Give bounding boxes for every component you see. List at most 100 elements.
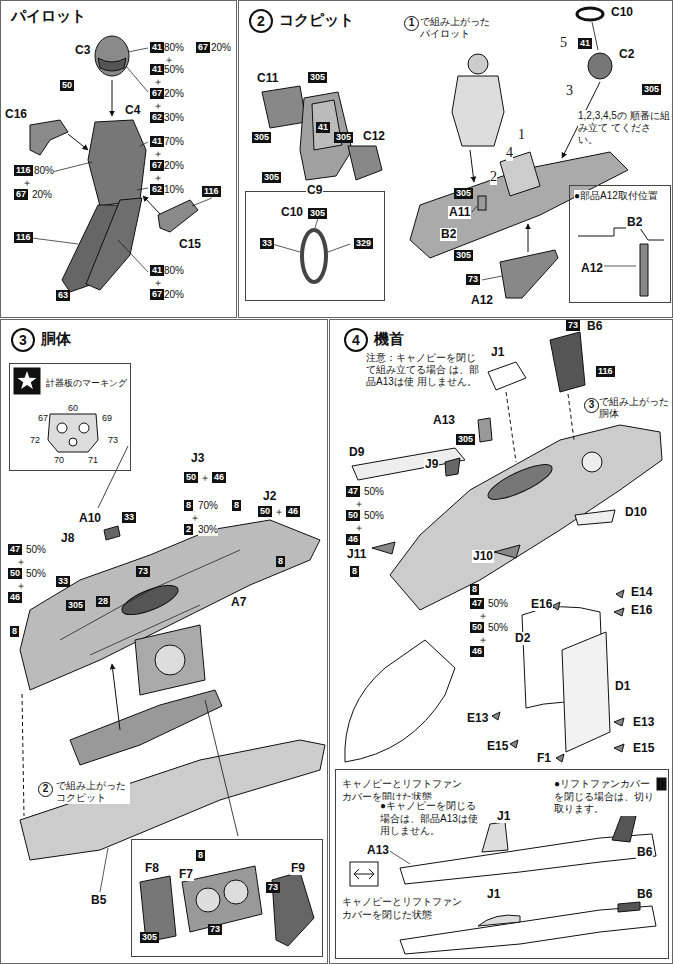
step-number: 4	[344, 328, 368, 352]
part-number: B2	[440, 228, 457, 241]
nose-parts	[506, 392, 516, 462]
color-chip: 41	[150, 265, 164, 276]
note-text: ＋	[153, 277, 163, 289]
note-text: で組み上がった 胴体	[599, 396, 669, 420]
fuselage-parts	[224, 880, 248, 904]
step-order: 2	[490, 170, 497, 185]
note-text: ＋	[354, 522, 364, 534]
part-number: D9	[348, 446, 365, 459]
part-number: J11	[346, 548, 367, 561]
cockpit-parts	[272, 244, 300, 252]
nose-parts	[568, 394, 574, 440]
part-number: D2	[514, 632, 531, 645]
part-number: J1	[490, 346, 505, 359]
part-number: F8	[144, 862, 160, 875]
part-number: A12	[580, 262, 604, 275]
fuselage-parts	[70, 690, 222, 765]
nose-parts	[352, 448, 465, 480]
fuselage-parts	[100, 848, 108, 892]
color-chip: 73	[566, 320, 580, 331]
fuselage-parts	[118, 579, 181, 620]
note-text: ＋	[200, 472, 210, 484]
nose-parts	[616, 590, 624, 598]
color-chip: 33	[260, 238, 274, 249]
cockpit-parts	[604, 266, 636, 267]
cockpit-parts	[578, 228, 664, 240]
color-chip: 116	[596, 366, 615, 377]
part-number: C4	[124, 104, 141, 117]
nose-parts	[350, 862, 378, 886]
part-number: J10	[472, 550, 494, 563]
color-chip: 305	[308, 208, 327, 219]
nose-parts	[550, 332, 585, 392]
pilot-figure	[30, 120, 68, 155]
color-chip: 73	[266, 882, 280, 893]
marking-number: 69	[102, 414, 112, 423]
detail-inset: キャノピーとリフトファン カバーを開けた状態●キャノピーを閉じる 場合は、部品A…	[335, 769, 669, 959]
pilot-figure	[140, 142, 148, 146]
color-chip: 47	[470, 598, 484, 609]
nose-parts	[575, 510, 615, 525]
part-number: C3	[74, 44, 91, 57]
fuselage-parts	[48, 414, 98, 452]
color-chip: 33	[56, 576, 70, 587]
step-heading: コクピット	[279, 11, 354, 28]
nose-parts	[612, 814, 636, 842]
cockpit-parts	[482, 276, 502, 280]
note-text: ＋	[153, 100, 163, 112]
part-number: C15	[178, 238, 202, 251]
cockpit-parts	[588, 53, 612, 79]
nose-parts	[345, 332, 666, 954]
step-heading: パイロット	[11, 7, 86, 24]
marking-number: 71	[88, 456, 98, 465]
nose-parts	[562, 632, 610, 752]
nose-parts	[494, 545, 520, 558]
note-text: 10%	[164, 184, 184, 196]
fuselage-parts	[20, 520, 320, 690]
nose-parts	[618, 902, 640, 912]
cockpit-parts	[348, 146, 382, 180]
step-order: 4	[506, 146, 513, 161]
color-chip: 50	[470, 622, 484, 633]
note-text: 50%	[488, 598, 508, 610]
pilot-figure	[98, 58, 126, 71]
part-number: C2	[618, 48, 635, 61]
cockpit-parts	[500, 250, 558, 298]
cockpit-parts	[640, 244, 648, 296]
fuselage-parts	[22, 694, 24, 816]
color-chip: 62	[150, 184, 164, 195]
note-text: ＋	[190, 512, 200, 524]
color-chip: 62	[150, 112, 164, 123]
note-text: 50%	[26, 544, 46, 556]
part-number: D1	[614, 680, 631, 693]
cockpit-parts	[528, 224, 529, 252]
color-chip: 41	[150, 136, 164, 147]
nose-parts	[372, 542, 395, 554]
fuselage-parts	[79, 423, 89, 433]
step-ref: 1	[404, 16, 419, 31]
note-text: 80%	[164, 265, 184, 277]
part-number: J2	[262, 490, 277, 503]
cockpit-parts	[315, 218, 318, 228]
part-number: E15	[486, 740, 509, 753]
step-ref: 3	[584, 398, 599, 413]
marking-number: 72	[30, 436, 40, 445]
color-chip: 116	[14, 232, 33, 243]
cockpit-parts	[302, 230, 326, 282]
color-chip: 73	[136, 566, 150, 577]
part-number: A13	[432, 414, 456, 427]
note-text: 50%	[164, 64, 184, 76]
nose-parts	[482, 822, 508, 852]
part-number: E15	[632, 742, 655, 755]
note-text: ＋	[274, 506, 284, 518]
note-text: 50%	[26, 568, 46, 580]
color-chip: 305	[454, 188, 473, 199]
fuselage-parts	[112, 664, 120, 730]
part-number: J8	[60, 532, 75, 545]
fuselage-parts	[135, 625, 205, 695]
color-chip: 67	[150, 160, 164, 171]
note-text: 80%	[34, 165, 54, 177]
color-chip: 2	[184, 524, 193, 535]
nose-parts	[556, 754, 564, 762]
note-text: ＋	[22, 177, 32, 189]
